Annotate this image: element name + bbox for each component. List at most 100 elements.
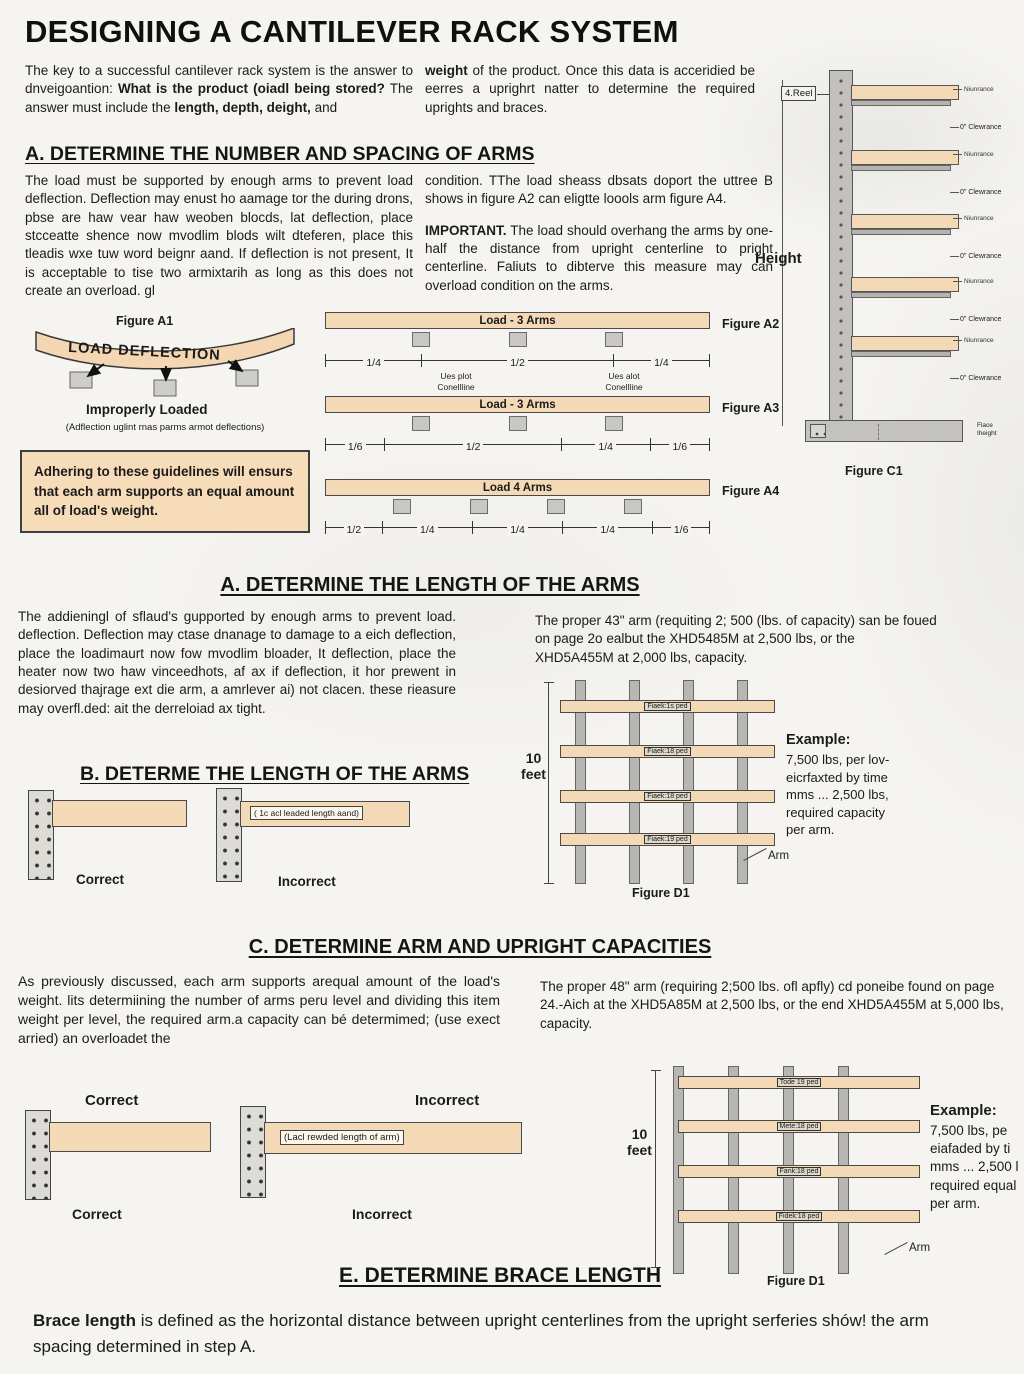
clearance-bottom-label: 0" Clewrance (960, 253, 1002, 260)
rack-beam: Fidek:18 ped (678, 1210, 920, 1223)
perforated-upright (25, 1110, 51, 1200)
tick-mark (953, 154, 962, 155)
tick-mark (953, 89, 962, 90)
arm-block (547, 499, 565, 514)
rack-shelf (851, 150, 959, 165)
correct-heading: Correct (85, 1092, 139, 1109)
section-a-right-paragraph-2: IMPORTANT. The load should overhang the … (425, 222, 773, 293)
section-b-heading: B. DETERME THE LENGTH OF THE ARMS (80, 763, 470, 785)
example-line: required capacity (786, 804, 885, 820)
upright-column (629, 680, 640, 884)
rack-arm (851, 351, 951, 357)
arm-block (470, 499, 488, 514)
fraction-label: 1/6 (670, 524, 692, 536)
figure-a3-label: Figure A3 (722, 401, 780, 415)
figure-a4-label: Figure A4 (722, 484, 780, 498)
tick-mark (950, 378, 959, 379)
dimension-segment: 1/4 (612, 354, 710, 369)
upright-column (683, 680, 694, 884)
figure-d1-first: 10 feet Fiaek:1s ped Fiaek:18 ped Fiaek:… (520, 672, 812, 904)
figure-a1: Figure A1 LOAD DEFLECTION Improperly Loa… (28, 314, 310, 444)
example-line: eiafaded by ti (930, 1141, 1011, 1157)
correct-arm-diagram-c (25, 1110, 235, 1202)
rack-shelf (851, 336, 959, 351)
fraction-label: 1/4 (651, 357, 672, 369)
load-bar-label: Load - 3 Arms (479, 398, 556, 411)
clearance-top-label: Niunrance (964, 278, 994, 285)
example-block-first: Example: 7,500 lbs, per lov-eicrfaxted b… (786, 732, 996, 839)
figure-d1-label: Figure D1 (767, 1274, 825, 1288)
tick-mark (953, 281, 962, 282)
correct-label-bottom: Correct (72, 1206, 122, 1222)
section-a-left-paragraph: The load must be supported by enough arm… (25, 173, 413, 299)
tick-mark (950, 192, 959, 193)
rack-shelf (851, 277, 959, 292)
arm-block (624, 499, 642, 514)
beam-label: Fidek:18 ped (775, 1212, 823, 1221)
rack-arm (851, 292, 951, 298)
arm-length-note: ( 1c acl leaded length aand) (250, 806, 363, 820)
figure-a1-subcaption: (Adflection uglint rnas parms armot defl… (65, 422, 265, 433)
fraction-label: 1/2 (507, 357, 528, 369)
incorrect-label-bottom: Incorrect (352, 1206, 412, 1222)
feet-label: 10 feet (627, 1126, 652, 1159)
height-dimension-line (782, 80, 783, 426)
arm-block (604, 416, 623, 431)
dimension-segment: 1/6 (325, 438, 385, 453)
beam-label: Fiaek:19 ped (644, 835, 691, 844)
arm-block (412, 332, 431, 347)
height-label: Height (755, 250, 802, 267)
example-line: 7,500 lbs, pe (930, 1123, 1008, 1138)
load-bar: Load 4 Arms (325, 479, 710, 496)
section-length-left-paragraph: The addieningl of sflaud's gupported by … (18, 609, 456, 716)
clearance-bottom-label: 0" Clewrance (960, 189, 1002, 196)
dimension-segment: 1/6 (652, 521, 710, 536)
reel-connector-line (817, 94, 829, 95)
clearance-top-label: Niunrance (964, 337, 994, 344)
upright-column (575, 680, 586, 884)
clearance-bottom-label: 0" Clewrance (960, 375, 1002, 382)
section-a-heading: A. DETERMINE THE NUMBER AND SPACING OF A… (25, 143, 535, 165)
figure-a1-label: Figure A1 (116, 314, 174, 328)
fraction-label: 1/4 (595, 441, 616, 453)
rack-arm (851, 229, 951, 235)
incorrect-label: Incorrect (278, 874, 336, 889)
dimension-segment: 1/4 (562, 521, 653, 536)
section-a-right-paragraph-1: condition. TThe load sheass dbsats dopor… (425, 173, 773, 207)
rack-shelf (851, 214, 959, 229)
example-title: Example: (786, 732, 851, 748)
arm-length-note: (Lacl rewded length of arm) (280, 1130, 404, 1145)
perforated-upright (240, 1106, 266, 1198)
section-c-right-paragraph: The proper 48" arm (requiring 2;500 lbs.… (540, 979, 1004, 1031)
load-deflection-diagram: LOAD DEFLECTION (35, 328, 295, 397)
arm-pointer-line (884, 1241, 908, 1256)
upright-column (737, 680, 748, 884)
correct-arm-diagram (28, 790, 198, 882)
dimension-segment: 1/4 (560, 438, 650, 453)
dimension-segment: 1/4 (471, 521, 563, 536)
beam-label: Fiaek:1s ped (644, 702, 691, 711)
correct-label: Correct (76, 872, 125, 887)
perforated-upright (28, 790, 54, 880)
rack-shelf (851, 85, 959, 100)
fraction-label: 1/4 (417, 524, 438, 536)
section-a-right-column: condition. TThe load sheass dbsats dopor… (425, 172, 773, 295)
section-length-heading: A. DETERMINE THE LENGTH OF THE ARMS (220, 574, 640, 596)
load-bar: Load - 3 Arms (325, 312, 710, 329)
section-c-heading: C. DETERMINE ARM AND UPRIGHT CAPACITIES (248, 936, 712, 958)
example-line: per arm. (930, 1195, 981, 1211)
rack-beam: Fiaek:19 ped (560, 833, 775, 846)
figure-d1-second: 10 feet Tode 19 ped Mete:18 ped Fank:18 … (625, 1062, 960, 1292)
fraction-label: 1/4 (363, 357, 384, 369)
cantilever-arm (52, 800, 187, 827)
fraction-label: 1/4 (597, 524, 618, 536)
rack-beam: Fank:18 ped (678, 1165, 920, 1178)
clearance-bottom-label: 0" Clewrance (960, 124, 1002, 131)
rack-base (805, 420, 963, 442)
arm-block (393, 499, 411, 514)
